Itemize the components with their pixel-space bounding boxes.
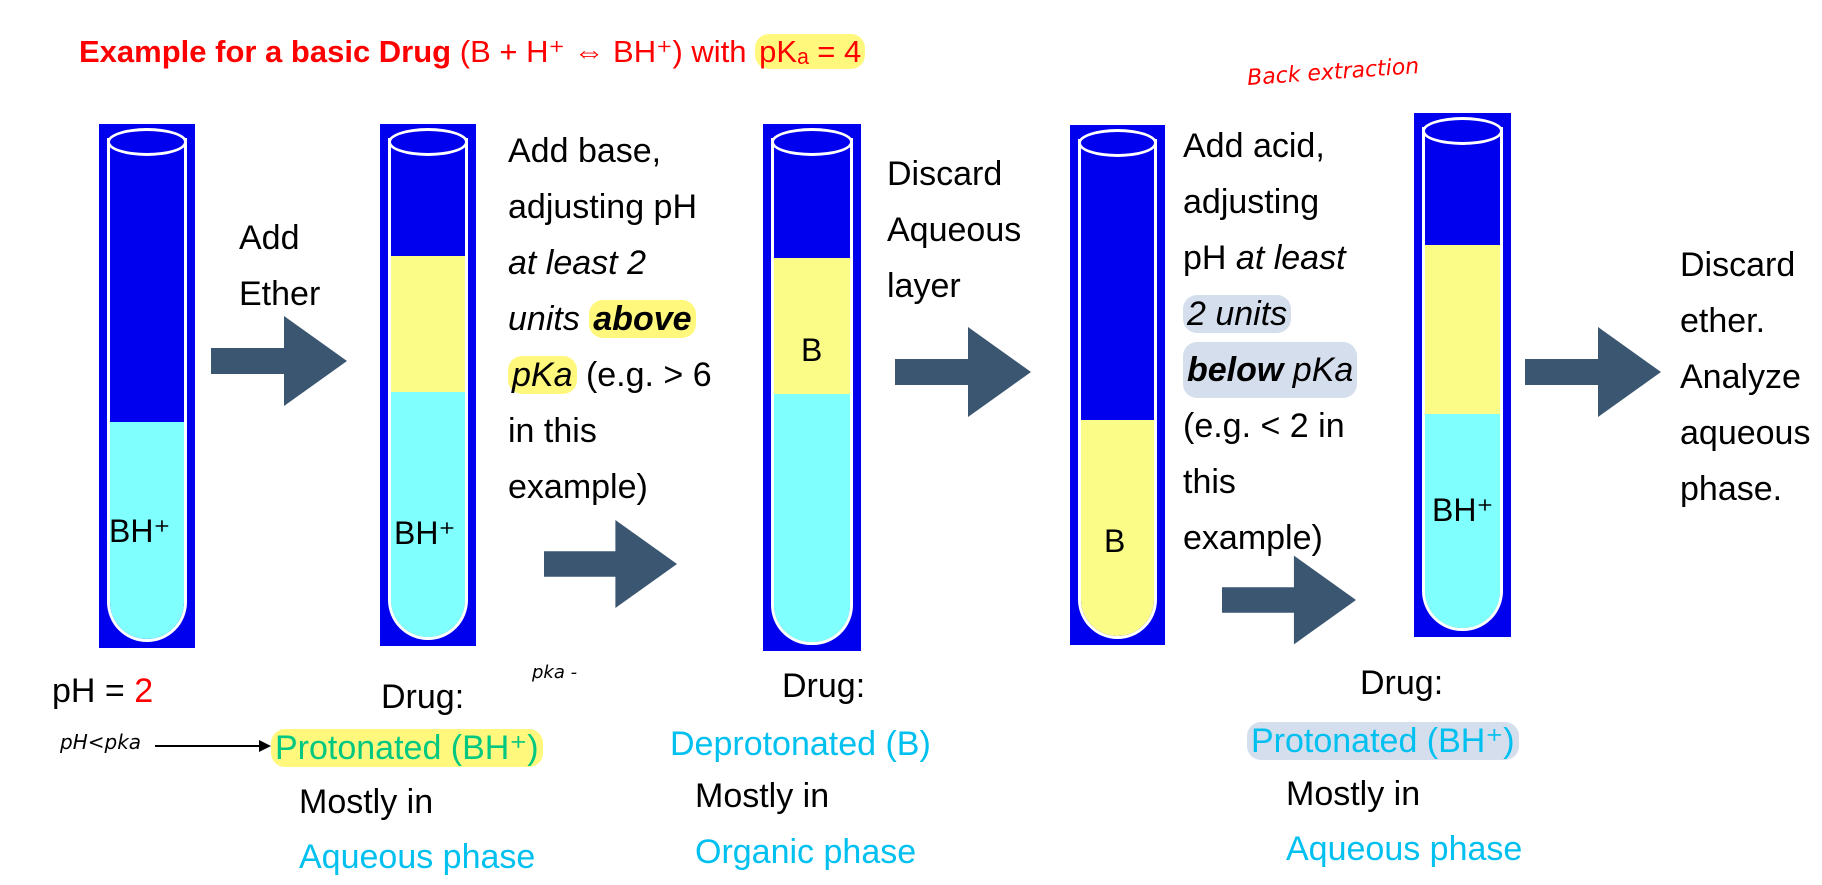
step-line: Add base, [508, 132, 662, 170]
test-tube-1: BH⁺ [99, 124, 195, 648]
title-equation: (B + H⁺ ⇔ BH⁺) with [459, 34, 747, 69]
tube-rim [1078, 129, 1157, 157]
col1-state: Protonated (BH⁺) [271, 720, 543, 776]
col2-phase: Organic phase [695, 833, 917, 871]
arrow-right-icon [1222, 555, 1356, 645]
tube-label: B [1104, 523, 1126, 559]
handwritten-back-extraction: Back extraction [1246, 54, 1421, 91]
step-line: Aqueous [887, 211, 1022, 249]
step-text: pKa [1283, 351, 1354, 389]
col1-drug: Drug: [381, 678, 465, 716]
step-text: units [508, 300, 590, 338]
step-text-pka: pKa [508, 356, 577, 394]
step-line: Analyze [1680, 358, 1801, 396]
col2-drug: Drug: [782, 667, 866, 705]
step-line: example) [508, 468, 648, 506]
col3-phase: Aqueous phase [1286, 830, 1523, 868]
ph-value: 2 [134, 672, 154, 710]
test-tube-3: B [763, 124, 861, 651]
col1-phase: Aqueous phase [299, 838, 536, 876]
test-tube-5: BH⁺ [1414, 113, 1511, 637]
col2-state: Deprotonated (B) [670, 725, 931, 763]
step-text: (e.g. > 6 [576, 356, 712, 394]
tube-label: B [801, 332, 823, 368]
step-line: Add [239, 219, 300, 257]
ph-readout: pH = 2 [52, 663, 153, 719]
step-line: Discard [887, 155, 1003, 193]
step-line: at least 2 [508, 244, 646, 282]
step-line: phase. [1680, 470, 1783, 508]
step-line: Add acid, [1183, 127, 1325, 165]
handwritten-pka: pka - [532, 662, 578, 683]
tube-rim [107, 128, 187, 156]
title-pka: pKₐ = 4 [755, 34, 866, 69]
test-tube-4: B [1070, 125, 1165, 645]
tube-rim [771, 128, 853, 156]
title-bold: Example for a basic Drug [79, 34, 452, 69]
step-add-ether: Add Ether [239, 210, 320, 322]
col3-state-text: Protonated (BH⁺) [1247, 722, 1519, 760]
step-discard-ether: Discard ether. Analyze aqueous phase. [1680, 237, 1810, 517]
step-line: Ether [239, 275, 321, 313]
arrow-right-icon [211, 316, 347, 406]
tube-label: BH⁺ [394, 515, 456, 551]
step-add-base: Add base, adjusting pH at least 2 units … [508, 123, 712, 515]
col2-mostly: Mostly in [695, 777, 830, 815]
tube-label: BH⁺ [1432, 492, 1494, 528]
ph-label: pH = [52, 672, 135, 710]
col3-mostly: Mostly in [1286, 775, 1421, 813]
step-text-below: below [1187, 351, 1284, 389]
col3-drug: Drug: [1360, 664, 1444, 702]
step-text: pH [1183, 239, 1236, 277]
step-discard-aqueous: Discard Aqueous layer [887, 146, 1021, 314]
tube-rim [388, 128, 468, 156]
arrow-right-icon [895, 327, 1031, 417]
handwritten-arrow-icon [155, 740, 271, 752]
step-line: ether. [1680, 302, 1766, 340]
arrow-right-icon [544, 520, 677, 608]
step-line: in this [508, 412, 597, 450]
step-line: (e.g. < 2 in [1183, 407, 1345, 445]
step-line: layer [887, 267, 961, 305]
step-text: at least [1235, 239, 1346, 277]
step-text-above: above [589, 300, 696, 338]
step-line: this [1183, 463, 1236, 501]
tube-rim [1422, 117, 1503, 145]
col1-state-text: Protonated (BH⁺) [271, 729, 543, 767]
arrow-right-icon [1525, 327, 1661, 417]
step-line: aqueous [1680, 414, 1811, 452]
tube-label: BH⁺ [109, 513, 171, 549]
test-tube-2: BH⁺ [380, 124, 476, 646]
step-line: adjusting pH [508, 188, 698, 226]
col1-mostly: Mostly in [299, 783, 434, 821]
handwritten-ph-lt-pka: pH<pka [60, 730, 142, 754]
step-text-2-units: 2 units [1183, 295, 1292, 333]
step-line: adjusting [1183, 183, 1320, 221]
col3-state: Protonated (BH⁺) [1247, 713, 1519, 769]
step-line: example) [1183, 519, 1323, 557]
step-add-acid: Add acid, adjusting pH at least 2 units … [1183, 118, 1358, 566]
step-line: Discard [1680, 246, 1796, 284]
slide-title: Example for a basic Drug (B + H⁺ ⇔ BH⁺) … [79, 34, 866, 70]
